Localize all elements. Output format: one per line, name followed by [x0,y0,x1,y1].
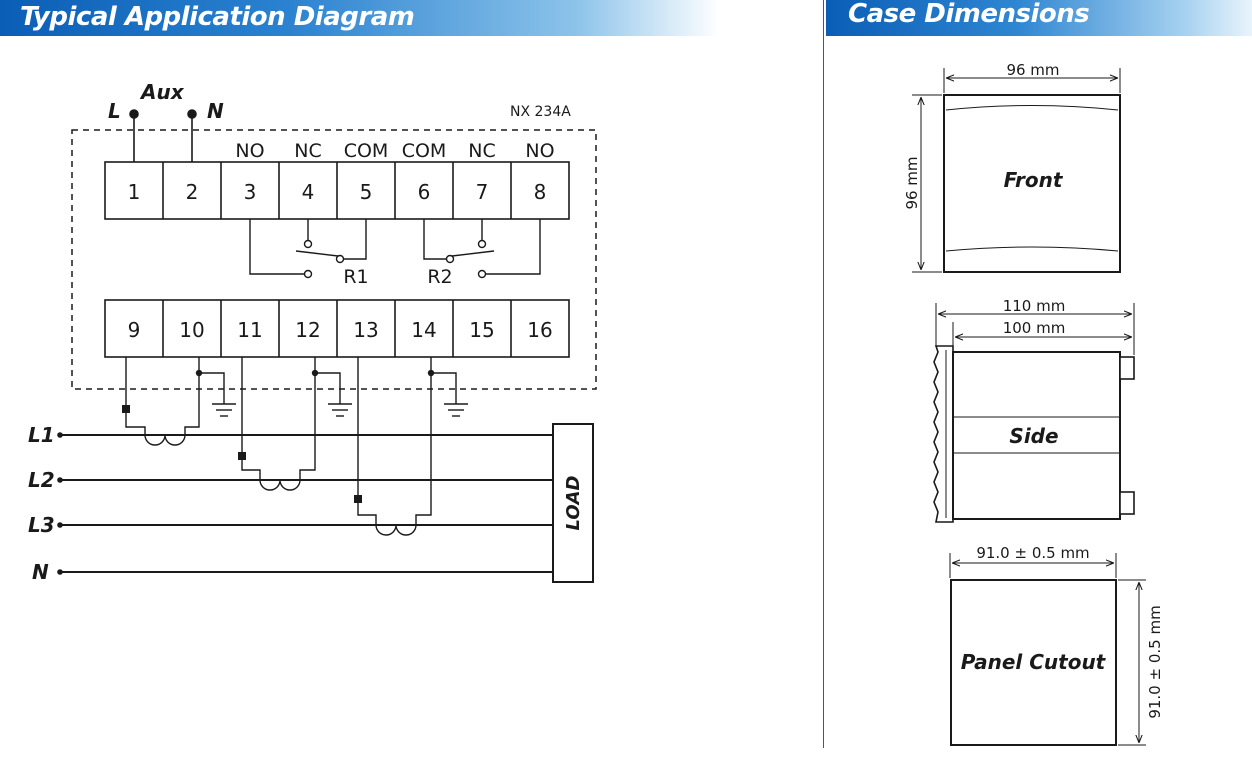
wiring-diagram [57,109,597,583]
terminal-4: 4 [302,180,315,204]
dimension-labels: 96 mm 96 mm Front 110 mm 100 mm Side 91.… [903,61,1164,719]
line-label-l1: L1 [28,423,55,447]
aux-n-label: N [207,99,224,123]
line-label-l2: L2 [28,468,55,492]
current-transformer-l3 [354,357,468,536]
terminal-7: 7 [476,180,489,204]
cutout-width-label: 91.0 ± 0.5 mm [976,544,1089,562]
section-title-case-dimensions: Case Dimensions [848,0,1090,29]
terminal-6: 6 [418,180,431,204]
relay-label-4: NC [294,140,321,162]
instrument-outline [71,129,597,390]
terminal-15: 15 [469,318,494,342]
terminal-3: 3 [244,180,257,204]
wiring-labels: Aux L N NX 234A NO NC COM COM NC NO 1 2 … [28,80,584,584]
side-inner-width-label: 100 mm [1003,319,1066,337]
line-label-l3: L3 [28,513,55,537]
relay-r2-contacts [423,219,541,279]
load-label: LOAD [563,475,584,530]
relay-r1-contacts [249,219,367,279]
relay-label-7: NC [468,140,495,162]
terminal-12: 12 [295,318,320,342]
case-dimensions [912,68,1146,746]
model-number: NX 234A [510,104,571,120]
side-outer-width-label: 110 mm [1003,297,1066,315]
terminal-13: 13 [353,318,378,342]
relay-label-3: NO [235,140,264,162]
current-transformer-l1 [122,357,236,446]
section-title-application-diagram: Typical Application Diagram [20,2,415,32]
front-height-label: 96 mm [903,156,921,209]
front-label: Front [1004,168,1064,192]
terminal-2: 2 [186,180,199,204]
terminal-16: 16 [527,318,552,342]
current-transformer-l2 [238,357,352,491]
front-view [912,68,1121,273]
cutout-height-label: 91.0 ± 0.5 mm [1146,605,1164,718]
aux-label: Aux [139,80,185,104]
terminal-14: 14 [411,318,436,342]
side-view [933,303,1135,523]
aux-l-label: L [108,99,121,123]
relay-r2-label: R2 [427,266,452,288]
load-box [552,423,594,583]
terminal-9: 9 [128,318,141,342]
terminal-1: 1 [128,180,141,204]
side-label: Side [1009,424,1058,448]
front-width-label: 96 mm [1006,61,1059,79]
terminal-10: 10 [179,318,204,342]
terminal-5: 5 [360,180,373,204]
top-terminal-block [104,161,570,220]
bottom-terminal-block [104,299,570,358]
panel-cutout-label: Panel Cutout [961,650,1107,674]
header-banner-right: Case Dimensions [826,0,1252,36]
relay-label-6: COM [402,140,447,162]
relay-label-5: COM [344,140,389,162]
panel-cutout-view [949,553,1146,746]
column-divider [823,0,824,748]
line-label-n: N [32,560,49,584]
header-banner-left: Typical Application Diagram [0,0,720,36]
relay-label-8: NO [525,140,554,162]
relay-r1-label: R1 [343,266,368,288]
terminal-8: 8 [534,180,547,204]
terminal-11: 11 [237,318,262,342]
